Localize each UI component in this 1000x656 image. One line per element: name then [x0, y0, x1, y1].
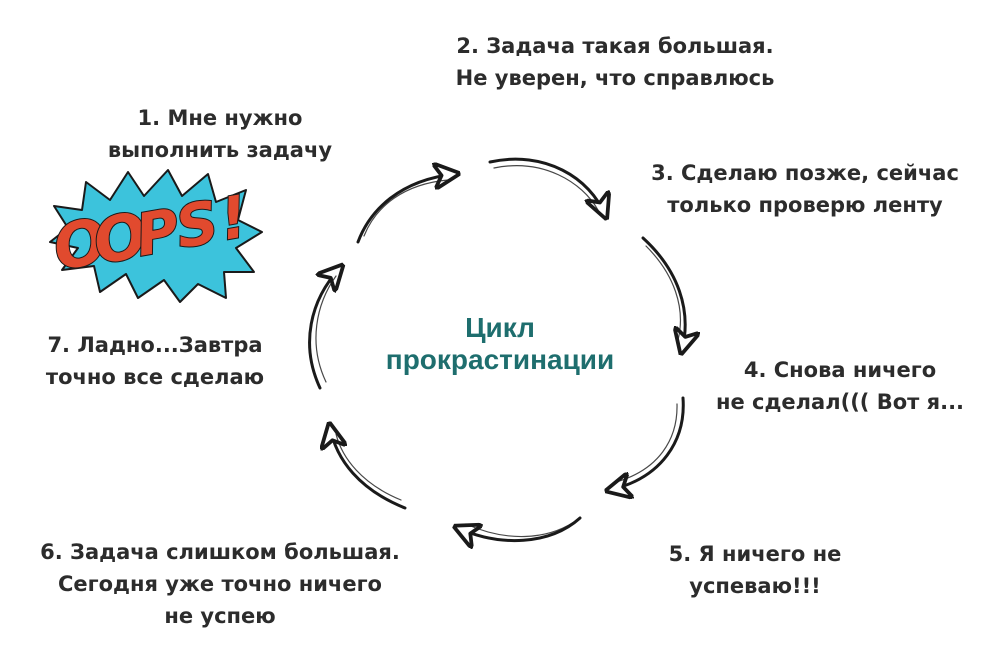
title-line-1: Цикл: [465, 312, 535, 343]
step-4-line-2: не сделал((( Вот я...: [715, 390, 965, 414]
arrow-5-to-6: [458, 516, 582, 541]
step-1-line-2: выполнить задачу: [107, 138, 333, 162]
oops-letter-p: P: [131, 195, 185, 269]
step-3-line-2: только проверю ленту: [667, 193, 943, 217]
arrow-7-to-1: [308, 268, 340, 390]
burst-shape: [49, 169, 263, 303]
step-5-label: 5. Я ничего не успеваю!!!: [630, 538, 880, 602]
arrow-6-to-7: [330, 427, 407, 510]
step-4-label: 4. Снова ничего не сделал((( Вот я...: [690, 354, 990, 418]
step-2-label: 2. Задача такая большая. Не уверен, что …: [420, 30, 810, 94]
step-5-line-2: успеваю!!!: [689, 574, 821, 598]
step-6-label: 6. Задача слишком большая. Сегодня уже т…: [10, 536, 430, 632]
step-7-line-2: точно все сделаю: [45, 365, 265, 389]
arrow-1-to-2: [356, 174, 455, 244]
oops-burst-icon: O O P S !: [48, 169, 263, 303]
step-6-line-1: 6. Задача слишком большая.: [40, 540, 400, 564]
step-3-label: 3. Сделаю позже, сейчас только проверю л…: [620, 157, 990, 221]
step-4-line-1: 4. Снова ничего: [743, 358, 937, 382]
step-1-label: 1. Мне нужно выполнить задачу: [70, 102, 370, 166]
step-7-line-1: 7. Ладно...Завтра: [47, 333, 263, 357]
step-2-line-1: 2. Задача такая большая.: [456, 34, 774, 58]
title-line-2: прокрастинации: [385, 344, 615, 375]
oops-letter-o1: O: [48, 204, 113, 285]
step-3-line-1: 3. Сделаю позже, сейчас: [651, 161, 959, 185]
step-6-line-3: не успею: [164, 604, 276, 628]
step-7-label: 7. Ладно...Завтра точно все сделаю: [10, 329, 300, 393]
step-2-line-2: Не уверен, что справлюсь: [455, 66, 775, 90]
diagram-title: Цикл прокрастинации: [340, 312, 660, 376]
step-1-line-1: 1. Мне нужно: [137, 106, 303, 130]
arrow-4-to-5: [610, 396, 685, 490]
step-5-line-1: 5. Я ничего не: [668, 542, 842, 566]
step-6-line-2: Сегодня уже точно ничего: [57, 572, 382, 596]
arrow-2-to-3: [488, 157, 605, 215]
arrow-3-to-4: [641, 236, 685, 350]
